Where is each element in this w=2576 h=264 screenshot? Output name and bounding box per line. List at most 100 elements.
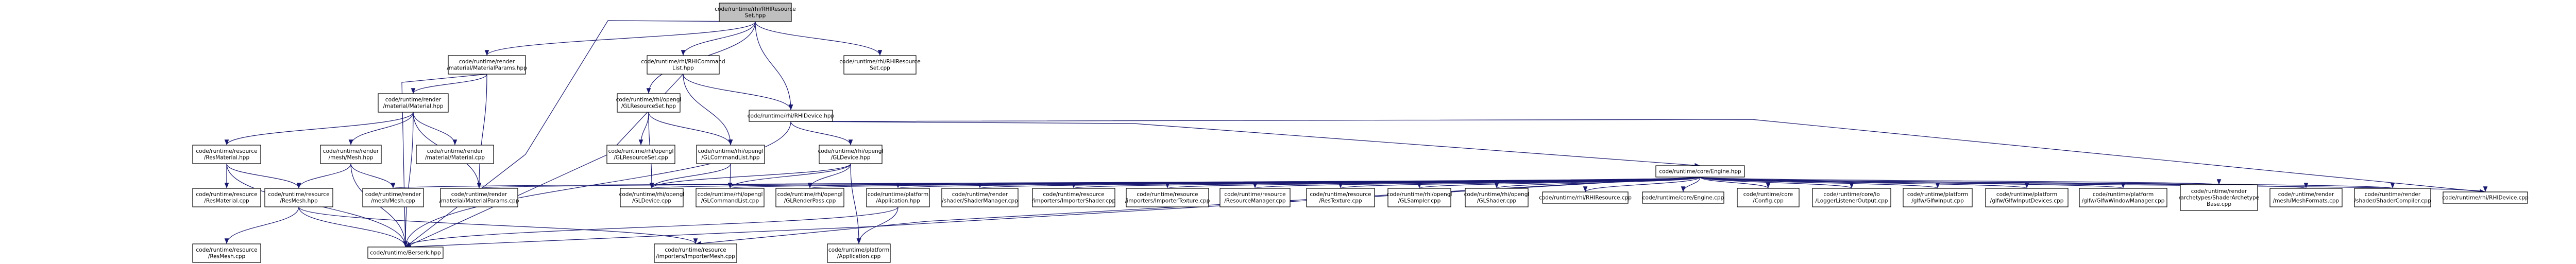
node-box	[416, 145, 494, 164]
node-config-cpp[interactable]: code/runtime/core/Config.cpp	[1737, 188, 1800, 207]
node-mat-cpp[interactable]: code/runtime/render/material/Material.cp…	[416, 145, 494, 164]
node-logger-cpp[interactable]: code/runtime/core/io/LoggerListenerOutpu…	[1812, 188, 1891, 207]
node-box	[1465, 188, 1529, 207]
node-label: code/runtime/resource	[196, 191, 257, 198]
node-label: /ResMaterial.hpp	[204, 155, 250, 161]
node-archetype-cpp[interactable]: code/runtime/render/archetypes/ShaderArc…	[2179, 184, 2259, 211]
node-label: /Application.hpp	[876, 198, 920, 204]
node-mesh-formats-cpp[interactable]: code/runtime/render/mesh/MeshFormats.cpp	[2269, 188, 2343, 207]
edge-engine_hpp-to-imp_mesh_cpp	[695, 177, 1701, 246]
node-imp-tex-cpp[interactable]: code/runtime/resource/importers/Importer…	[1125, 188, 1210, 207]
node-label: /glfw/GlfwInputDevices.cpp	[1990, 198, 2064, 204]
node-gl-rs-cpp[interactable]: code/runtime/rhi/opengl/GLResourceSet.cp…	[606, 145, 675, 164]
edge-res_mesh_hpp-to-res_mesh_cpp	[224, 206, 299, 244]
node-imp-shader-cpp[interactable]: code/runtime/resource/importers/Importer…	[1032, 188, 1116, 207]
node-box	[1126, 188, 1209, 207]
node-label: /ResTexture.cpp	[1319, 198, 1362, 204]
node-gl-cmd-hpp[interactable]: code/runtime/rhi/opengl/GLCommandList.hp…	[696, 145, 765, 164]
node-res-mat-cpp[interactable]: code/runtime/resource/ResMaterial.cpp	[192, 188, 261, 207]
node-res-tex-cpp[interactable]: code/runtime/resource/ResTexture.cpp	[1306, 188, 1375, 207]
node-label: code/runtime/resource	[665, 247, 726, 253]
node-rhi-dev-hpp[interactable]: code/runtime/rhi/RHIDevice.hpp	[748, 110, 835, 122]
node-gl-dev-hpp[interactable]: code/runtime/rhi/opengl/GLDevice.hpp	[818, 145, 884, 164]
node-label: Set.cpp	[870, 65, 890, 72]
node-label: code/runtime/resource	[1310, 191, 1371, 198]
node-mat-hpp[interactable]: code/runtime/render/material/Material.hp…	[378, 93, 449, 113]
node-label: /ResMaterial.cpp	[204, 198, 249, 204]
node-shader-compiler-cpp[interactable]: code/runtime/render/shader/ShaderCompile…	[2354, 188, 2431, 207]
node-box	[320, 145, 382, 164]
edge-rhi_cmd_hpp-to-rhi_dev_hpp	[683, 74, 793, 111]
edge-mesh_hpp-to-res_mesh_hpp	[296, 163, 351, 189]
node-box	[378, 93, 449, 113]
node-label: /material/MaterialParams.hpp	[447, 65, 527, 72]
node-rhi-res-cpp[interactable]: code/runtime/rhi/RHIResource.cpp	[1539, 191, 1632, 204]
node-glfw-inputdev-cpp[interactable]: code/runtime/platform/glfw/GlfwInputDevi…	[1985, 188, 2069, 207]
node-label: code/runtime/render	[2278, 191, 2334, 198]
node-mesh-hpp[interactable]: code/runtime/render/mesh/Mesh.hpp	[320, 145, 382, 164]
node-label: code/runtime/render	[451, 191, 507, 198]
node-mat-params-hpp[interactable]: code/runtime/render/material/MaterialPar…	[447, 55, 527, 75]
node-res-mesh-hpp[interactable]: code/runtime/resource/ResMesh.hpp	[264, 188, 333, 207]
node-gl-rs-hpp[interactable]: code/runtime/rhi/opengl/GLResourceSet.hp…	[616, 93, 682, 113]
edge-gl_dev_hpp-to-gl_dev_cpp	[649, 163, 851, 189]
edge-mesh_hpp-to-mesh_cpp	[350, 163, 396, 189]
edge-engine_hpp-to-shader_compiler_cpp	[1700, 177, 2394, 189]
node-glfw-winmgr-cpp[interactable]: code/runtime/platform/glfw/GlfwWindowMan…	[2079, 188, 2167, 207]
node-box	[440, 188, 518, 207]
edge-rhi_dev_hpp-to-engine_hpp	[790, 121, 1701, 168]
node-box	[1655, 165, 1745, 178]
node-label: code/runtime/rhi/opengl	[777, 191, 843, 198]
edge-rhi_rs_hpp-to-rhi_rs_cpp	[755, 21, 883, 56]
node-engine-hpp[interactable]: code/runtime/core/Engine.hpp	[1655, 165, 1745, 178]
edge-engine_hpp-to-logger_cpp	[1700, 177, 1854, 189]
node-label: code/runtime/platform	[1907, 191, 1968, 198]
node-label: code/runtime/platform	[868, 191, 928, 198]
node-label: code/runtime/rhi/RHIResource	[715, 6, 795, 12]
node-box	[2269, 188, 2343, 207]
node-gl-cmd-cpp[interactable]: code/runtime/rhi/opengl/GLCommandList.cp…	[696, 188, 765, 207]
edge-rhi_cmd_hpp-to-gl_cmd_hpp	[683, 74, 733, 146]
node-res-mgr-cpp[interactable]: code/runtime/resource/ResourceManager.cp…	[1219, 188, 1291, 207]
edge-engine_hpp-to-archetype_cpp	[1700, 177, 2221, 185]
node-label: code/runtime/platform	[828, 247, 889, 253]
node-rhi-dev-cpp[interactable]: code/runtime/rhi/RHIDevice.cpp	[2442, 191, 2529, 204]
node-gl-sampler-cpp[interactable]: code/runtime/rhi/opengl/GLSampler.cpp	[1387, 188, 1452, 207]
node-imp-mesh-cpp[interactable]: code/runtime/resource/importers/Importer…	[654, 243, 737, 263]
node-gl-shader-cpp[interactable]: code/runtime/rhi/opengl/GLShader.cpp	[1464, 188, 1530, 207]
node-res-mat-hpp[interactable]: code/runtime/resource/ResMaterial.hpp	[192, 145, 261, 164]
node-mesh-cpp[interactable]: code/runtime/render/mesh/Mesh.cpp	[362, 188, 424, 207]
node-box	[1737, 188, 1800, 207]
node-box	[620, 188, 684, 207]
node-box	[448, 55, 526, 75]
node-res-mesh-cpp[interactable]: code/runtime/resource/ResMesh.cpp	[192, 243, 261, 263]
node-glfw-input-cpp[interactable]: code/runtime/platform/glfw/GlfwInput.cpp	[1903, 188, 1973, 207]
nodes: code/runtime/rhi/RHIResourceSet.hppcode/…	[192, 3, 2529, 263]
edge-gl_dev_hpp-to-app_cpp	[850, 163, 861, 244]
node-label: code/runtime/render	[385, 97, 442, 103]
node-gl-rp-cpp[interactable]: code/runtime/rhi/opengl/GLRenderPass.cpp	[775, 188, 844, 207]
node-gl-dev-cpp[interactable]: code/runtime/rhi/opengl/GLDevice.cpp	[619, 188, 685, 207]
node-label: /GLShader.cpp	[1477, 198, 1517, 204]
edge-engine_hpp-to-rhi_res_cpp	[1583, 177, 1701, 192]
node-engine-cpp[interactable]: code/runtime/core/Engine.cpp	[1642, 191, 1724, 204]
edge-gl_rs_hpp-to-gl_cmd_hpp	[648, 112, 733, 146]
node-label: code/runtime/resource	[196, 247, 257, 253]
edge-mat_hpp-to-berserk_hpp	[403, 112, 414, 248]
edge-res_mat_hpp-to-res_mesh_hpp	[226, 163, 301, 189]
edge-engine_hpp-to-config_cpp	[1700, 177, 1771, 189]
node-label: code/runtime/rhi/opengl	[616, 97, 682, 103]
node-label: code/runtime/rhi/opengl	[619, 191, 685, 198]
node-mat-params-cpp[interactable]: code/runtime/render/material/MaterialPar…	[439, 188, 519, 207]
node-shader-mgr-cpp[interactable]: code/runtime/render/shader/ShaderManager…	[941, 188, 1019, 207]
node-label: code/runtime/render	[952, 191, 1008, 198]
node-berserk-hpp[interactable]: code/runtime/Berserk.hpp	[367, 247, 444, 259]
node-box	[827, 243, 891, 263]
node-app-hpp[interactable]: code/runtime/platform/Application.hpp	[866, 188, 930, 207]
node-box	[654, 243, 737, 263]
node-box	[647, 55, 720, 75]
node-app-cpp[interactable]: code/runtime/platform/Application.cpp	[827, 243, 891, 263]
